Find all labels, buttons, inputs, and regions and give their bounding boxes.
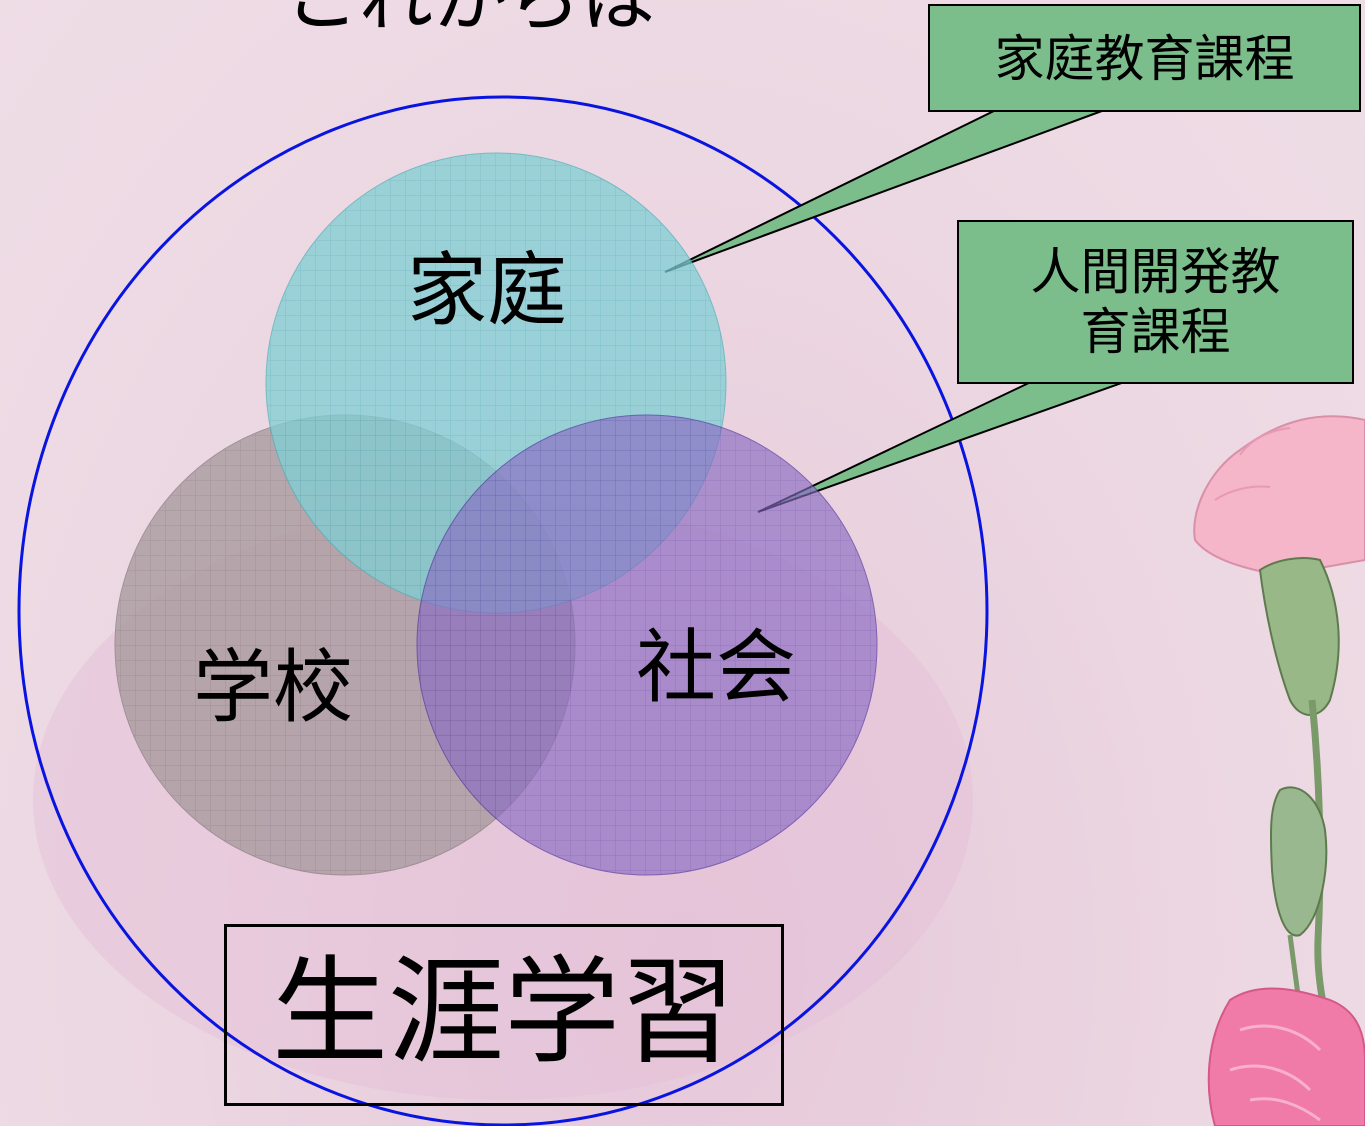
callout-home-curriculum: 家庭教育課程 — [928, 4, 1361, 112]
callout-human-dev-line2: 育課程 — [1080, 303, 1231, 361]
label-home: 家庭 — [407, 244, 567, 337]
callout-home-curriculum-text: 家庭教育課程 — [994, 30, 1295, 88]
label-school: 学校 — [193, 641, 353, 734]
carnation-illustration — [1193, 415, 1365, 1126]
outer-circle — [17, 95, 989, 1126]
slide-title-fragment: これからは — [285, 0, 655, 36]
lifelong-learning-label: 生涯学習 — [224, 924, 784, 1106]
label-society: 社会 — [636, 621, 796, 714]
callout-human-development-curriculum: 人間開発教 育課程 — [957, 220, 1354, 384]
circle-society — [416, 414, 878, 876]
callout-human-dev-line1: 人間開発教 — [1030, 243, 1281, 301]
